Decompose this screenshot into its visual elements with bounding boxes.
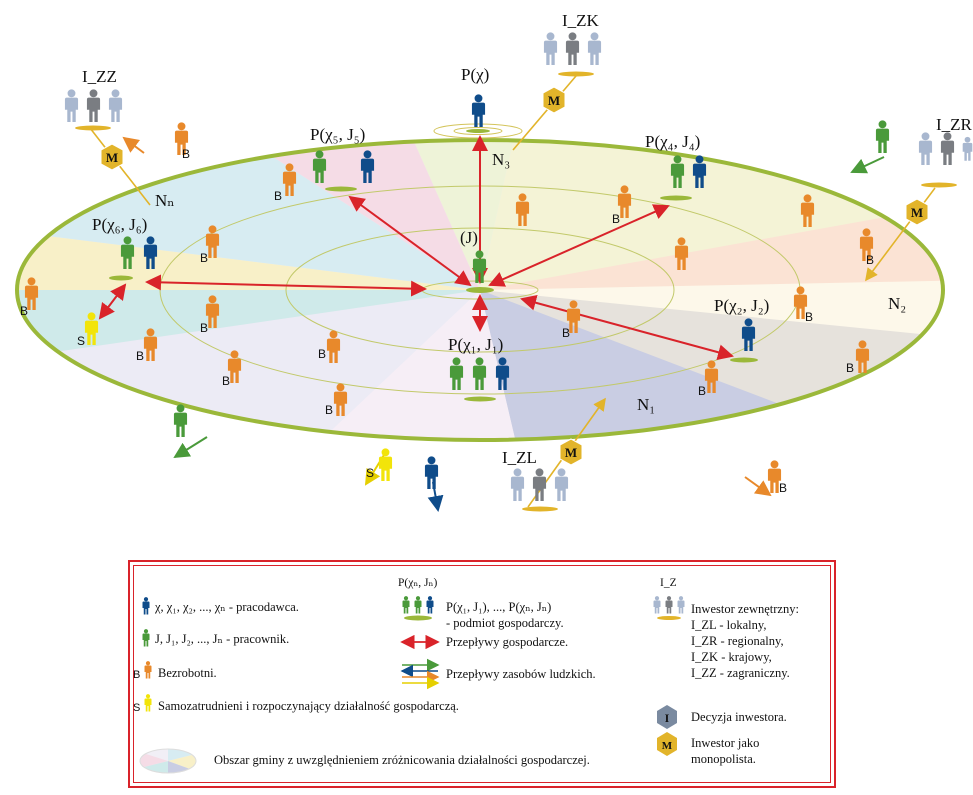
unemployed-label: B [200, 251, 208, 265]
legend-box: I M χ, χ₁, χ₂, ..., χₙ - pracodawca. J, … [128, 560, 836, 788]
legend-hr-flows: Przepływy zasobów ludzkich. [446, 667, 596, 681]
unemployed-label: B [325, 403, 333, 417]
legend-entity-line2: - podmiot gospodarczy. [446, 616, 564, 630]
legend-entity-line1: P(χ₁, J₁), ..., P(χₙ, Jₙ) [446, 600, 552, 614]
legend-investor-title: Inwestor zewnętrzny: [691, 602, 799, 616]
svg-text:M: M [662, 740, 673, 752]
svg-text:M: M [565, 445, 577, 460]
unemployed-label: B [779, 481, 787, 495]
legend-mono-2: monopolista. [691, 752, 756, 766]
legend-mono-1: Inwestor jako [691, 736, 760, 750]
label-p-chi: P(χ) [461, 65, 489, 84]
legend-decision: Decyzja inwestora. [691, 710, 787, 724]
unemployed-icon [144, 661, 152, 679]
label-center-j: (J) [460, 228, 478, 247]
label-p6: P(χ₆, J₆) [92, 215, 147, 234]
legend-s-letter: S [133, 702, 141, 714]
self-employed-icon [378, 448, 393, 481]
unemployed-label: B [200, 321, 208, 335]
svg-text:M: M [911, 205, 923, 220]
label-p5: P(χ₅, J₅) [310, 125, 365, 144]
legend-iz-head: I_Z [660, 577, 677, 589]
employer-icon [142, 597, 150, 615]
unemployed-label: B [20, 304, 28, 318]
legend-self-employed: Samozatrudnieni i rozpoczynający działal… [158, 699, 459, 713]
flow-unemployed-out [122, 136, 145, 154]
legend-izz: I_ZZ - zagraniczny. [691, 666, 790, 680]
label-izz: I_ZZ [82, 67, 117, 86]
flow-unemployed-out-2 [744, 476, 772, 497]
self-employed-icon [144, 694, 152, 712]
label-n1: N₁ [637, 395, 655, 414]
legend-entity-head: P(χₙ, Jₙ) [398, 577, 438, 589]
flow-worker-in [850, 156, 885, 174]
legend-unemployed: Bezrobotni. [158, 666, 217, 680]
label-izk: I_ZK [562, 11, 600, 30]
investor-line-izk [512, 75, 577, 151]
worker-icon [142, 629, 150, 647]
unemployed-label: B [698, 384, 706, 398]
legend-employer: χ, χ₁, χ₂, ..., χₙ - pracodawca. [155, 600, 299, 614]
legend-izk: I_ZK - krajowy, [691, 650, 772, 664]
investor-group-izz [64, 89, 123, 122]
unemployed-label: B [222, 374, 230, 388]
flow-to-p5 [348, 195, 472, 287]
monopolist-icon [657, 732, 677, 756]
label-izr: I_ZR [936, 115, 973, 134]
unemployed-label: B [805, 310, 813, 324]
label-p2: P(χ₂, J₂) [714, 296, 769, 315]
svg-text:M: M [106, 150, 118, 165]
unemployed-label: B [866, 253, 874, 267]
municipality-diagram: M M M M [15, 11, 973, 512]
legend-b-letter: B [133, 669, 141, 681]
municipality-area-icon [139, 748, 197, 774]
monopolist-icon: M [905, 198, 929, 226]
unemployed-label: B [318, 347, 326, 361]
unemployed-label: B [136, 349, 144, 363]
monopolist-icon: M [542, 86, 566, 114]
unemployed-label: B [562, 326, 570, 340]
monopolist-icon: M [100, 143, 124, 171]
label-nn: Nₙ [155, 191, 175, 210]
flow-to-p2 [520, 294, 734, 361]
flow-to-p4 [488, 204, 670, 287]
employer-icon [471, 94, 486, 127]
worker-icon [875, 120, 890, 153]
flow-to-p6 [145, 274, 427, 297]
label-n3: N₃ [492, 150, 510, 169]
worker-icon [173, 404, 188, 437]
legend-izr: I_ZR - regionalny, [691, 634, 784, 648]
unemployed-label: B [182, 147, 190, 161]
unemployed-label: B [612, 212, 620, 226]
svg-text:I: I [665, 711, 670, 725]
investor-group-izk [543, 32, 602, 65]
unemployed-label: B [274, 189, 282, 203]
employer-icon [424, 456, 439, 489]
monopolist-icon: M [559, 438, 583, 466]
flow-to-self-employed [98, 283, 127, 320]
municipality-sectors [17, 140, 943, 440]
label-p4: P(χ₄, J₄) [645, 132, 700, 151]
label-n2: N₂ [888, 294, 906, 313]
legend-izl: I_ZL - lokalny, [691, 618, 767, 632]
flow-worker-out [173, 436, 208, 459]
legend-economic-flows: Przepływy gospodarcze. [446, 635, 569, 649]
investor-group-izl [510, 468, 569, 501]
unemployed-label: B [846, 361, 854, 375]
svg-text:M: M [548, 93, 560, 108]
legend-worker: J, J₁, J₂, ..., Jₙ - pracownik. [155, 632, 290, 646]
investor-group-izr [918, 132, 973, 165]
label-izl: I_ZL [502, 448, 537, 467]
self-employed-label: S [366, 466, 374, 480]
investor-line-izz [89, 127, 151, 206]
legend-area: Obszar gminy z uwzględnieniem zróżnicowa… [214, 753, 590, 767]
label-p1: P(χ₁, J₁) [448, 335, 503, 354]
self-employed-label: S [77, 334, 85, 348]
investor-decision-icon [657, 705, 677, 729]
